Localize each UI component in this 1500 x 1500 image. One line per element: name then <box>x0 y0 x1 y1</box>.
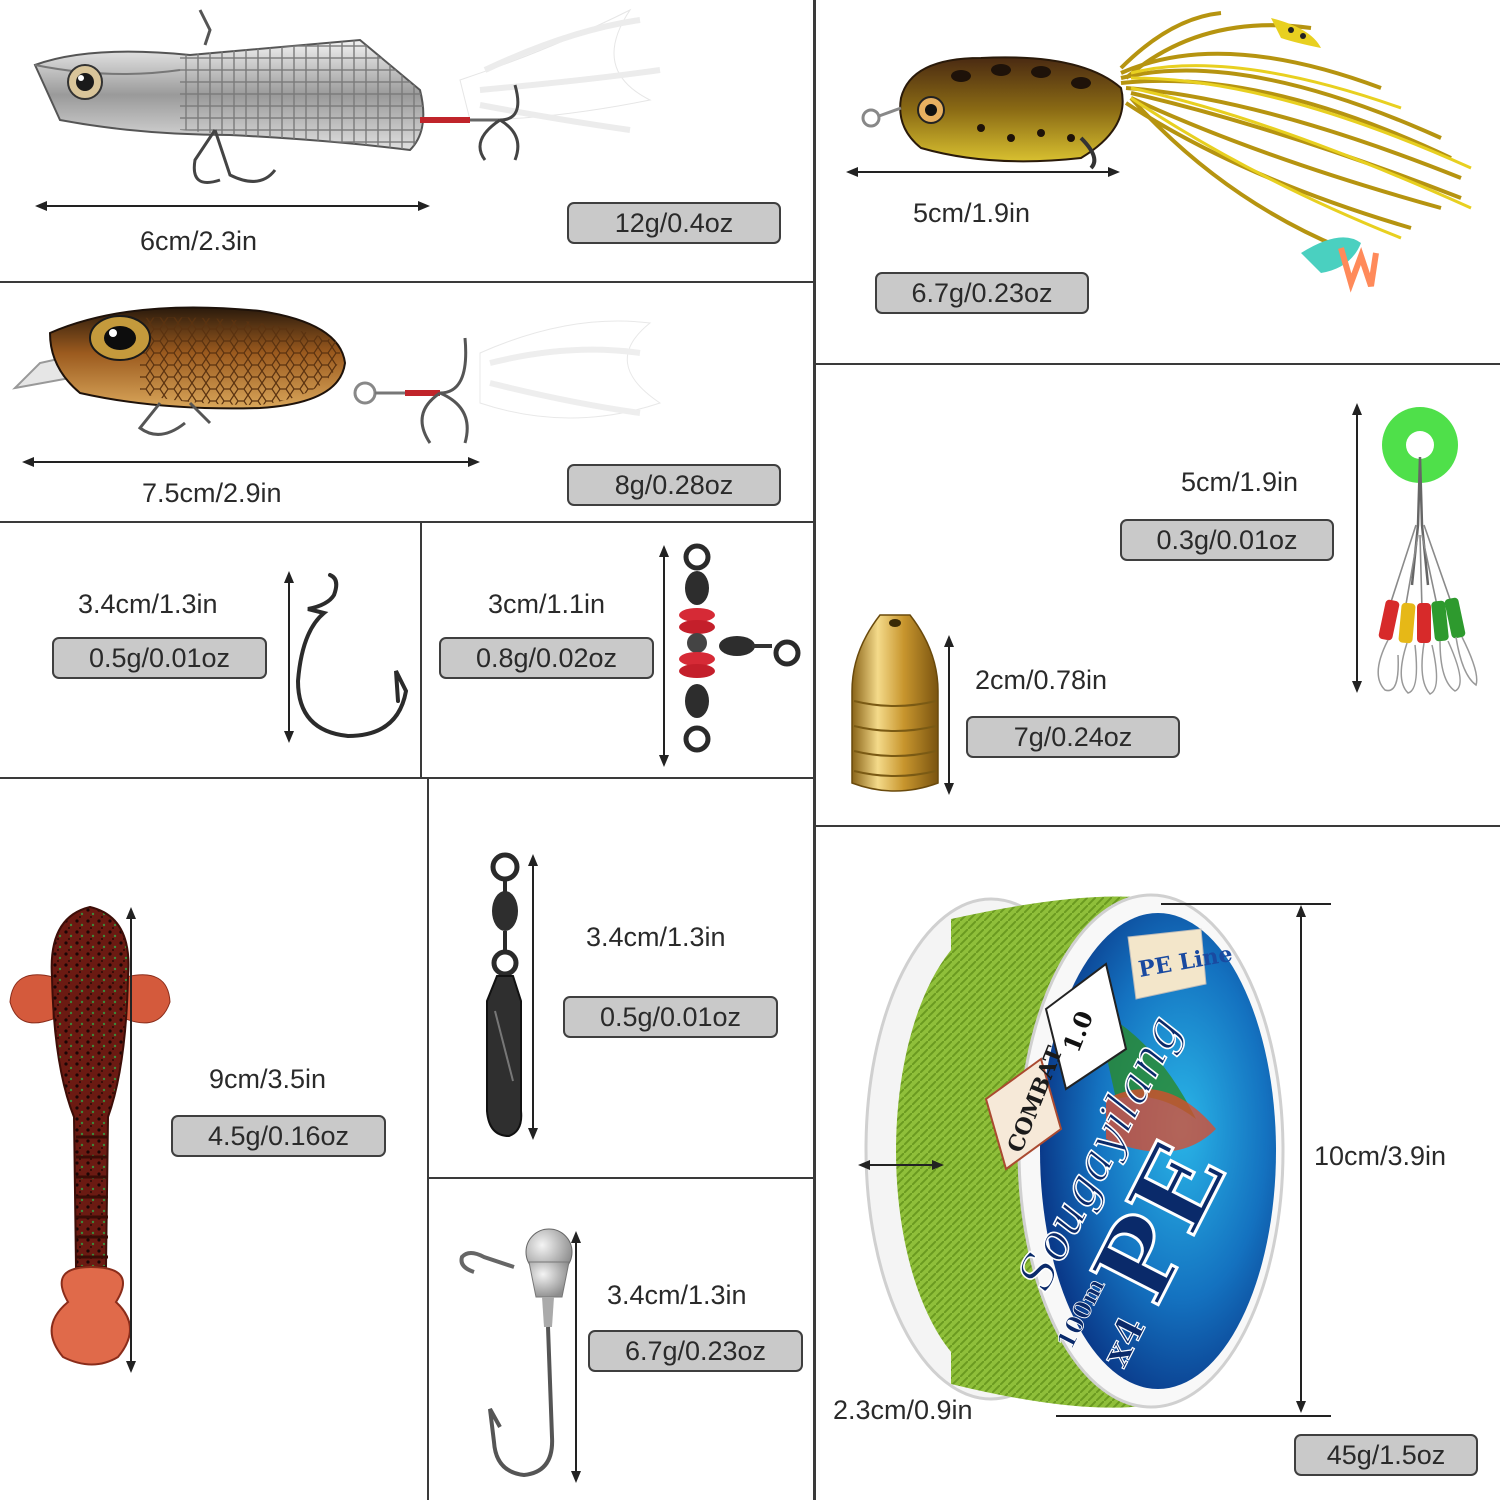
brown-crankbait-icon <box>12 306 662 444</box>
size-label: 9cm/3.5in <box>209 1064 327 1094</box>
size-arrow-vertical <box>1352 403 1362 693</box>
product-cell-frog-lure: 5cm/1.9in 6.7g/0.23oz <box>816 0 1500 363</box>
divider-h-left-3 <box>0 777 813 779</box>
size-arrow-vertical <box>571 1231 581 1483</box>
product-cell-float-stoppers: 5cm/1.9in 0.3g/0.01oz <box>816 365 1500 693</box>
size-arrow-horizontal <box>22 457 480 467</box>
divider-h-left-1 <box>0 281 813 283</box>
size-arrow-vertical <box>944 635 954 795</box>
width-label: 2.3cm/0.9in <box>833 1395 973 1425</box>
size-label: 6cm/2.3in <box>140 226 258 256</box>
size-label: 3cm/1.1in <box>488 589 606 619</box>
weight-badge: 6.7g/0.23oz <box>588 1330 803 1372</box>
product-cell-jig-head: 3.4cm/1.3in 6.7g/0.23oz <box>429 1179 813 1500</box>
weight-badge: 45g/1.5oz <box>1294 1434 1478 1476</box>
float-stopper-icon <box>1377 407 1478 695</box>
divider-h-lower-mid <box>427 1177 813 1179</box>
brass-sinker-icon <box>851 614 939 792</box>
silver-vib-lure-icon <box>33 8 661 184</box>
product-cell-crankbait: 7.5cm/2.9in 8g/0.28oz <box>0 283 813 521</box>
product-cell-soft-bait: 9cm/3.5in 4.5g/0.16oz <box>0 779 427 1500</box>
product-cell-offset-hook: 3.4cm/1.3in 0.5g/0.01oz <box>0 523 420 777</box>
height-guide-lines <box>1056 903 1331 1417</box>
product-cell-line-spool: COMBAT 1.0 PE Line Sougayilang PE x4 100… <box>816 827 1500 1500</box>
size-arrow-vertical <box>126 907 136 1373</box>
size-label: 5cm/1.9in <box>1181 467 1299 497</box>
weight-badge: 0.5g/0.01oz <box>52 637 267 679</box>
size-arrow-vertical <box>528 854 538 1140</box>
three-way-swivel-icon <box>679 543 801 753</box>
divider-v-lower <box>427 777 429 1500</box>
size-arrow-vertical <box>659 545 669 767</box>
size-label: 3.4cm/1.3in <box>607 1280 747 1310</box>
weight-badge: 0.5g/0.01oz <box>563 996 778 1038</box>
size-arrow-vertical <box>284 571 294 743</box>
size-label: 3.4cm/1.3in <box>78 589 218 619</box>
size-label: 3.4cm/1.3in <box>586 922 726 952</box>
product-cell-three-way-swivel: 3cm/1.1in 0.8g/0.02oz <box>422 523 813 777</box>
divider-h-left-2 <box>0 521 813 523</box>
size-label: 10cm/3.9in <box>1314 1141 1447 1171</box>
weight-badge: 0.3g/0.01oz <box>1120 519 1334 561</box>
weight-badge: 4.5g/0.16oz <box>171 1115 386 1157</box>
size-arrow-vertical <box>1296 905 1306 1413</box>
line-spool-icon: COMBAT 1.0 PE Line Sougayilang PE x4 100… <box>864 893 1285 1409</box>
weight-badge: 7g/0.24oz <box>966 716 1180 758</box>
jig-head-icon <box>459 1228 573 1478</box>
divider-h-right-2 <box>816 825 1500 827</box>
size-label: 7.5cm/2.9in <box>142 478 282 508</box>
product-cell-vib-lure: 6cm/2.3in 12g/0.4oz <box>0 0 813 281</box>
size-label: 2cm/0.78in <box>975 665 1108 695</box>
size-arrow-horizontal <box>846 167 1120 177</box>
soft-goby-bait-icon <box>9 905 171 1366</box>
divider-v-hooks <box>420 521 422 778</box>
weight-badge: 0.8g/0.02oz <box>439 637 654 679</box>
weight-badge: 6.7g/0.23oz <box>875 272 1089 314</box>
frog-lure-icon <box>861 11 1472 293</box>
product-cell-brass-sinker: 2cm/0.78in 7g/0.24oz <box>816 595 1336 825</box>
offset-hook-icon <box>295 573 409 739</box>
size-label: 5cm/1.9in <box>913 198 1031 228</box>
divider-h-right-1 <box>816 363 1500 365</box>
weight-badge: 12g/0.4oz <box>567 202 781 244</box>
snap-swivel-icon <box>486 852 523 1138</box>
size-arrow-horizontal <box>35 201 430 211</box>
product-cell-snap-swivel: 3.4cm/1.3in 0.5g/0.01oz <box>429 779 813 1177</box>
divider-v-main <box>813 0 816 1500</box>
weight-badge: 8g/0.28oz <box>567 464 781 506</box>
width-arrow-horizontal <box>858 1160 944 1170</box>
